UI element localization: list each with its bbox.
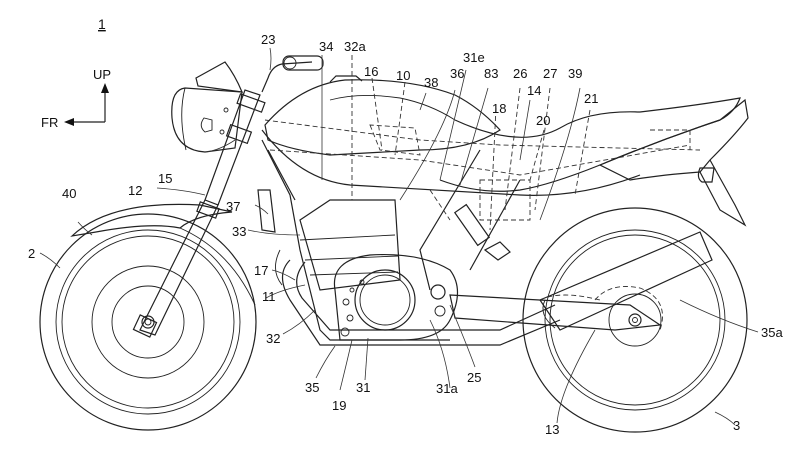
- label-19: 19: [332, 398, 346, 413]
- label-83: 83: [484, 66, 498, 81]
- label-21: 21: [584, 91, 598, 106]
- tank-cap: [329, 75, 363, 83]
- front-fender: [70, 203, 233, 237]
- up-arrow-icon: [101, 83, 109, 93]
- muffler: [539, 231, 713, 331]
- front-arrow-icon: [64, 118, 74, 126]
- label-15: 15: [158, 171, 172, 186]
- engine: [299, 199, 459, 341]
- radiator: [257, 189, 283, 286]
- label-17: 17: [254, 263, 268, 278]
- figure-number: 1: [98, 16, 106, 32]
- label-25: 25: [467, 370, 481, 385]
- front-fork: [132, 89, 266, 338]
- label-14: 14: [527, 83, 541, 98]
- rear-cowl: [598, 98, 749, 181]
- label-32: 32: [266, 331, 280, 346]
- front-label: FR: [41, 115, 58, 130]
- label-37: 37: [226, 199, 240, 214]
- label-34: 34: [319, 39, 333, 54]
- tank-panel-line: [329, 94, 456, 121]
- front-fender-rear: [179, 227, 256, 306]
- label-11: 11: [262, 289, 276, 304]
- rear-fender: [699, 159, 747, 227]
- label-26: 26: [513, 66, 527, 81]
- fuel-tank: [264, 79, 501, 156]
- label-31e: 31e: [463, 50, 485, 65]
- label-2: 2: [28, 246, 35, 261]
- orientation-indicator: UP FR: [41, 67, 111, 130]
- label-31: 31: [356, 380, 370, 395]
- label-3: 3: [733, 418, 740, 433]
- up-label: UP: [93, 67, 111, 82]
- internal-components: [264, 119, 701, 261]
- label-18: 18: [492, 101, 506, 116]
- swingarm: [449, 294, 662, 331]
- label-33: 33: [232, 224, 246, 239]
- label-13: 13: [545, 422, 559, 437]
- front-wheel: [39, 213, 257, 431]
- windscreen: [195, 61, 243, 93]
- headlight: [171, 87, 243, 153]
- rear-wheel: [522, 207, 748, 433]
- handlebar: [261, 55, 324, 93]
- label-36: 36: [450, 66, 464, 81]
- label-32a: 32a: [344, 39, 366, 54]
- label-35a: 35a: [761, 325, 783, 340]
- label-16: 16: [364, 64, 378, 79]
- label-12: 12: [128, 183, 142, 198]
- reference-labels: 23 34 32a 31e 16 10 38 36 83 26 27 39 14…: [28, 32, 783, 437]
- label-35: 35: [305, 380, 319, 395]
- label-27: 27: [543, 66, 557, 81]
- frame: [261, 129, 641, 341]
- label-40: 40: [62, 186, 76, 201]
- label-39: 39: [568, 66, 582, 81]
- tail-light: [697, 167, 715, 183]
- leader-lines: [39, 47, 759, 426]
- label-31a: 31a: [436, 381, 458, 396]
- chain-cover: [594, 286, 663, 331]
- label-20: 20: [536, 113, 550, 128]
- label-38: 38: [424, 75, 438, 90]
- label-10: 10: [396, 68, 410, 83]
- label-23: 23: [261, 32, 275, 47]
